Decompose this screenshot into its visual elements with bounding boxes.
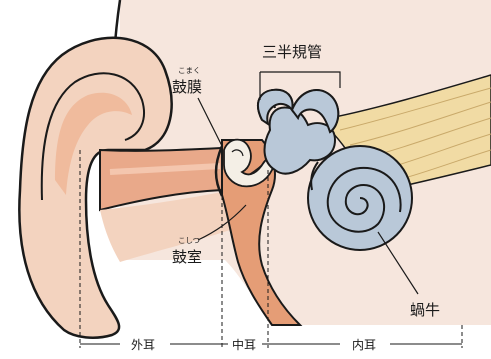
eardrum-label: 鼓膜	[172, 78, 202, 96]
semicircular-canals-label: 三半規管	[262, 43, 322, 61]
section-label-middle-ear: 中耳	[232, 337, 256, 352]
cochlea-label: 蝸牛	[410, 301, 440, 319]
section-label-outer-ear: 外耳	[131, 338, 155, 352]
section-label-inner-ear: 内耳	[352, 338, 376, 352]
tympanic-cavity-ruby: こしつ	[178, 236, 200, 245]
eardrum-ruby: こまく	[178, 66, 201, 75]
tympanic-cavity-label: 鼓室	[172, 248, 202, 266]
